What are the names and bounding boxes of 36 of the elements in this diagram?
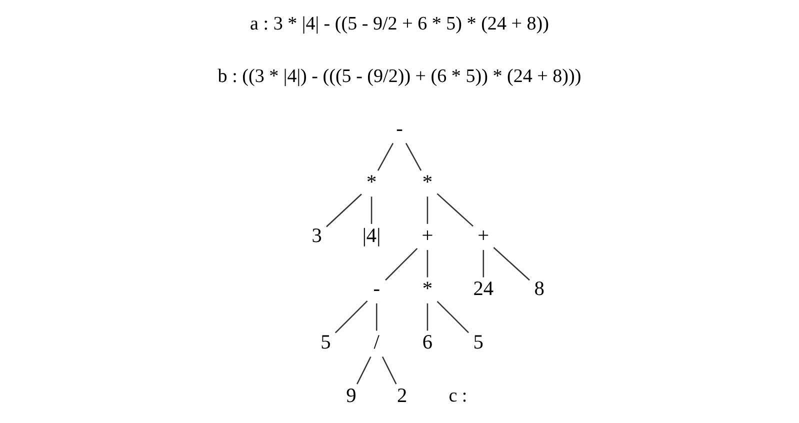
node-text: 5 <box>320 332 331 354</box>
connector <box>426 250 428 278</box>
connector <box>426 303 428 331</box>
connector <box>385 248 418 281</box>
connector <box>426 196 428 224</box>
node-text: + <box>478 224 490 247</box>
connector <box>377 142 394 171</box>
connector <box>376 303 378 331</box>
connector <box>436 300 469 334</box>
connector <box>405 142 422 171</box>
node-text: * <box>422 171 433 194</box>
node-text: * <box>366 171 377 194</box>
connector <box>334 300 368 334</box>
connector <box>326 194 362 228</box>
node-text: 5 <box>473 332 484 354</box>
node-text: / <box>374 332 380 354</box>
node-text: + <box>422 224 434 247</box>
node-text: - <box>373 278 380 300</box>
label: a : 3 * |4| - ((5 - 9/2 + 6 * 5) * (24 + 8)) <box>250 14 549 35</box>
node-text: 3 <box>312 224 322 247</box>
label: b : ((3 * |4|) - (((5 - (9/2)) + (6 * 5)) * (24 + 8))) <box>218 66 582 87</box>
node-text: |4| <box>362 224 381 247</box>
node-text: - <box>396 118 403 140</box>
node-text: 24 <box>473 278 494 300</box>
connector <box>493 247 530 281</box>
label: c : <box>448 386 468 407</box>
node-text: 9 <box>346 384 356 407</box>
node-text: 6 <box>422 332 433 354</box>
node-text: 8 <box>534 278 544 300</box>
connector <box>356 356 372 384</box>
node-text: * <box>422 278 433 300</box>
connector <box>436 193 474 227</box>
connector <box>482 250 484 278</box>
connector <box>382 356 397 384</box>
node-text: 2 <box>396 384 408 407</box>
connector <box>370 196 372 224</box>
